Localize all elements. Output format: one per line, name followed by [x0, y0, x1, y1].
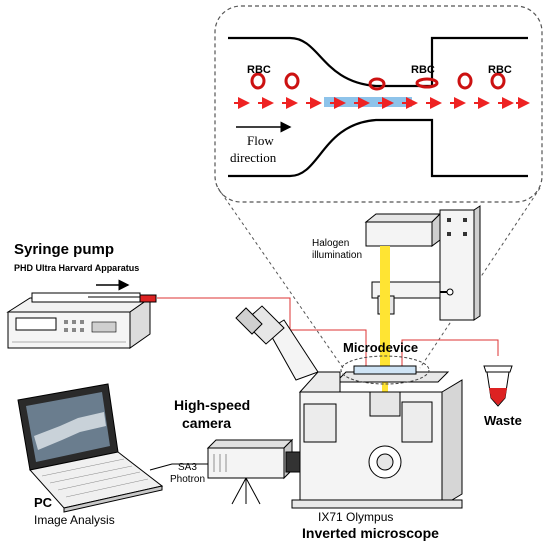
objective-turret	[369, 391, 401, 417]
waste-cap	[483, 365, 513, 373]
zoom-line-left	[217, 187, 344, 369]
microscope-model-label: IX71 Olympus	[318, 510, 394, 524]
tripod-leg	[245, 477, 261, 505]
microscope-title: Inverted microscope	[302, 525, 439, 541]
microdevice-zoom-ring	[340, 355, 430, 385]
high-speed-camera	[206, 438, 301, 505]
pump-display	[15, 317, 57, 331]
microscope-body-side	[441, 379, 463, 507]
microdevice-label: Microdevice	[343, 340, 419, 355]
camera-body	[207, 447, 285, 479]
rbc-label: RBC	[411, 64, 435, 76]
rbc-cell	[415, 77, 439, 89]
rbc-cell	[368, 77, 386, 91]
waste-liquid	[489, 388, 507, 405]
lamp-housing	[365, 221, 433, 247]
camera-model-line2: Photron	[170, 474, 206, 485]
rbc-label: RBC	[247, 64, 271, 76]
camera-vents	[213, 454, 227, 472]
syringe-pump-title: Syringe pump	[14, 241, 115, 258]
halogen-label-line2: illumination	[312, 250, 363, 261]
camera-top	[206, 439, 294, 449]
eyepiece-lens	[235, 307, 263, 335]
rbc-label: RBC	[488, 64, 512, 76]
keyboard-keys	[41, 458, 149, 498]
lamp-housing-top	[364, 213, 442, 223]
rbc-cell	[457, 72, 473, 90]
flow-label-line1: Flow	[247, 133, 274, 148]
camera-label-line1: High-speed	[174, 397, 251, 413]
camera-lens	[285, 451, 301, 473]
pc-sublabel: Image Analysis	[34, 513, 115, 527]
condenser-knob-head	[446, 288, 454, 296]
flow-label-line2: direction	[230, 150, 277, 165]
syringe-pump-model: PHD Ultra Harvard Apparatus	[14, 263, 140, 273]
rbc-cell	[250, 72, 266, 90]
laptop-base-edge	[63, 485, 163, 513]
side-block	[303, 403, 337, 443]
pump-keys	[64, 320, 117, 333]
zoom-inset	[214, 5, 543, 203]
pillar-side	[473, 205, 481, 321]
prism-body	[298, 371, 341, 393]
side-port	[401, 401, 433, 443]
camera-model-line1: SA3	[178, 462, 197, 473]
waste-label: Waste	[484, 413, 522, 428]
syringe-pump	[6, 279, 157, 349]
data-cable	[149, 463, 208, 471]
waste-tube	[483, 365, 513, 407]
channel-wall-bottom	[228, 118, 528, 178]
halogen-light-beam	[380, 246, 390, 366]
rbc-cell	[284, 72, 300, 90]
pump-side	[129, 297, 151, 349]
eyepiece-tube	[267, 319, 319, 381]
screen-image-channel	[34, 412, 106, 450]
outlet-tubing	[401, 339, 499, 368]
channel-wall-top	[228, 36, 528, 88]
rbc-cell	[490, 72, 506, 90]
pillar	[439, 209, 475, 321]
camera-label-line2: camera	[182, 415, 232, 431]
halogen-label-line1: Halogen	[312, 238, 350, 249]
microdevice-chip	[353, 365, 417, 375]
microscope-base	[291, 499, 463, 509]
focus-knob-inner	[376, 453, 394, 471]
inverted-microscope	[235, 205, 481, 509]
tripod-leg	[231, 477, 247, 505]
pillar-screws	[447, 218, 467, 236]
laptop-pc	[17, 383, 164, 513]
pc-label: PC	[34, 495, 53, 510]
syringe-tip	[139, 294, 157, 303]
